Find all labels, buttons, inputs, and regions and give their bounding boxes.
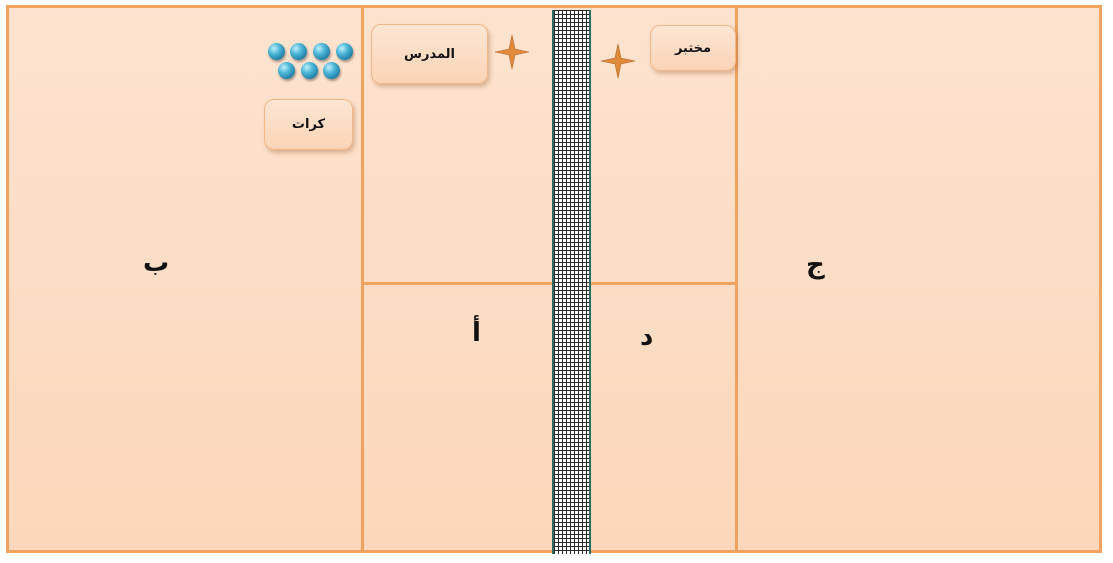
- zone-label-j: ج: [806, 250, 825, 280]
- ball-icon: [268, 43, 285, 60]
- tester-position-star-icon: [600, 43, 636, 79]
- ball-icon: [290, 43, 307, 60]
- teacher-position-star-icon: [494, 34, 530, 70]
- center-cross-line: [361, 282, 738, 285]
- left-attack-line: [361, 5, 364, 553]
- balls-tag: كرات: [264, 99, 353, 150]
- ball-icon: [323, 62, 340, 79]
- tester-tag: مختبر: [650, 25, 736, 71]
- ball-icon: [313, 43, 330, 60]
- net: [552, 10, 591, 554]
- zone-label-a: أ: [472, 318, 481, 348]
- ball-icon: [336, 43, 353, 60]
- teacher-tag: المدرس: [371, 24, 488, 84]
- ball-icon: [301, 62, 318, 79]
- right-attack-line: [735, 5, 738, 553]
- ball-icon: [278, 62, 295, 79]
- zone-label-b: ب: [143, 248, 170, 278]
- zone-label-d: د: [640, 322, 654, 352]
